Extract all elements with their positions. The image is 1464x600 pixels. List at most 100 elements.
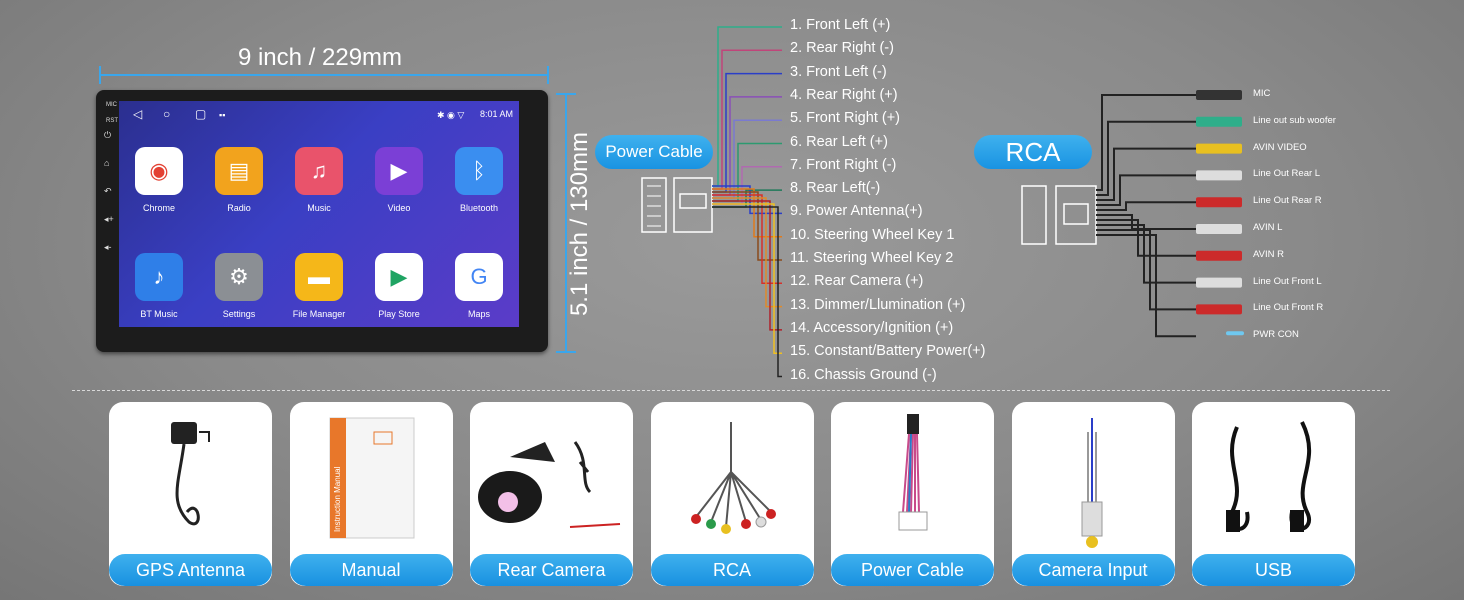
bluetooth-icon: ᛒ — [455, 147, 503, 195]
accessory-card-gps-antenna: GPS Antenna — [109, 402, 272, 586]
notification-icon: ▪▪ — [219, 110, 226, 120]
app-label: Chrome — [142, 203, 175, 213]
app-play-store[interactable]: ▶ Play Store — [364, 253, 434, 319]
wire-label: 6. Rear Left (+) — [790, 133, 888, 150]
rca-cable-5 — [1096, 201, 1196, 211]
power-cable-title: Power Cable — [595, 135, 713, 169]
device-screen: ◁ ○ ▢ ▪▪ ✱ ◉ ▽ 8:01 AM ◉Chrome ▤ Radio ♫ Mus… — [119, 101, 519, 327]
app-bt-music[interactable]: ♪BT Music — [124, 253, 194, 319]
wire-label: 1. Front Left (+) — [790, 17, 891, 33]
rca-plug — [1196, 250, 1242, 261]
rca-cable-7 — [1096, 219, 1196, 257]
back-nav-icon[interactable]: ◁ — [133, 107, 143, 121]
wire-label: 14. Accessory/Ignition (+) — [790, 319, 954, 336]
rca-line-label: Line Out Front L — [1253, 275, 1322, 287]
rst-side-label: RST — [106, 118, 118, 124]
music-note-icon: ♫ — [295, 147, 343, 195]
rca-cable-1 — [1096, 94, 1196, 191]
mic-side-label: MIC — [106, 102, 117, 108]
rca-plug — [1196, 90, 1242, 100]
accessory-caption: Rear Camera — [470, 554, 633, 586]
app-maps[interactable]: G Maps — [444, 253, 514, 319]
accessory-caption: Manual — [289, 554, 453, 586]
recents-nav-icon[interactable]: ▢ — [195, 107, 207, 121]
app-label: Music — [307, 203, 331, 213]
app-settings[interactable]: ⚙Settings — [204, 253, 274, 319]
section-divider — [72, 390, 1390, 391]
wire-label: 8. Rear Left(-) — [790, 180, 881, 197]
rca-line-label: Line Out Rear R — [1253, 195, 1322, 207]
play-store-icon: ▶ — [375, 253, 423, 301]
rca-line-label: Line Out Rear L — [1253, 168, 1321, 180]
accessory-caption: Camera Input — [1011, 554, 1175, 586]
rca-line-label: AVIN R — [1253, 248, 1284, 260]
radio-icon: ▤ — [215, 147, 263, 195]
wire-label: 10. Steering Wheel Key 1 — [790, 226, 955, 243]
rca-cable-6 — [1096, 214, 1196, 230]
rca-cable-4 — [1096, 174, 1196, 206]
accessory-caption: USB — [1192, 554, 1355, 586]
rca-plug — [1196, 197, 1242, 208]
power-cable-icon — [898, 414, 928, 531]
status-icons: ✱ ◉ ▽ — [437, 110, 465, 120]
volume-up-side-icon[interactable]: ◂+ — [104, 214, 114, 224]
accessory-card-rca: RCA — [650, 402, 814, 586]
app-label: Play Store — [378, 309, 420, 319]
accessory-caption: RCA — [650, 554, 814, 586]
volume-down-side-icon[interactable]: ◂- — [104, 242, 112, 252]
wire-label: 15. Constant/Battery Power(+) — [790, 343, 986, 360]
status-bar: ◁ ○ ▢ ▪▪ ✱ ◉ ▽ 8:01 AM — [119, 101, 519, 127]
folder-icon: ▬ — [295, 253, 343, 301]
rca-cable-icon — [690, 422, 776, 534]
wire-12 — [712, 194, 782, 285]
play-icon: ▶ — [375, 147, 423, 195]
app-label: Radio — [227, 203, 251, 213]
maps-icon: G — [455, 253, 503, 301]
wire-label: 5. Front Right (+) — [790, 110, 900, 127]
app-music[interactable]: ♫ Music — [284, 147, 354, 213]
app-label: File Manager — [292, 309, 346, 319]
wire-14 — [712, 200, 782, 331]
usb-cable-icon — [1226, 421, 1312, 532]
accessory-card-usb: USB — [1192, 402, 1355, 586]
rca-line-label: PWR CON — [1253, 329, 1299, 341]
rca-plug — [1196, 116, 1242, 127]
power-side-icon[interactable]: ⏻ — [104, 130, 112, 140]
app-video[interactable]: ▶Video — [364, 147, 434, 213]
svg-text:Instruction Manual: Instruction Manual — [333, 466, 342, 532]
rca-cable-9 — [1096, 229, 1196, 311]
manual-icon: Instruction Manual — [329, 417, 414, 539]
wire-10 — [712, 188, 782, 238]
rca-plug — [1226, 331, 1244, 336]
app-chrome[interactable]: ◉Chrome — [124, 147, 194, 213]
rca-line-label: MIC — [1253, 88, 1271, 99]
app-file-manager[interactable]: ▬ File Manager — [284, 253, 354, 319]
app-radio[interactable]: ▤ Radio — [204, 147, 274, 213]
rear-camera-icon — [478, 441, 621, 528]
home-side-icon[interactable]: ⌂ — [104, 158, 110, 168]
rca-plug — [1196, 224, 1242, 234]
rca-line-label: AVIN L — [1253, 222, 1283, 233]
rca-cable-8 — [1096, 224, 1196, 284]
power-cable-connector — [641, 177, 713, 233]
rca-plug — [1196, 304, 1242, 315]
back-side-icon[interactable]: ↶ — [104, 186, 112, 196]
wire-label: 11. Steering Wheel Key 2 — [790, 250, 954, 266]
wire-label: 9. Power Antenna(+) — [790, 203, 923, 220]
rca-plug — [1196, 170, 1242, 181]
rca-line-label: AVIN VIDEO — [1253, 141, 1307, 153]
gps-antenna-icon — [171, 422, 210, 526]
camera-input-icon — [1081, 418, 1102, 548]
wire-label: 3. Front Left (-) — [790, 63, 887, 80]
width-dimension-label: 9 inch / 229mm — [237, 44, 403, 71]
wire-label: 4. Rear Right (+) — [790, 86, 898, 103]
accessory-caption: GPS Antenna — [109, 554, 272, 586]
app-label: Maps — [467, 309, 490, 319]
wire-label: 16. Chassis Ground (-) — [790, 366, 937, 383]
wire-label: 2. Rear Right (-) — [790, 40, 894, 57]
home-nav-icon[interactable]: ○ — [163, 107, 171, 121]
